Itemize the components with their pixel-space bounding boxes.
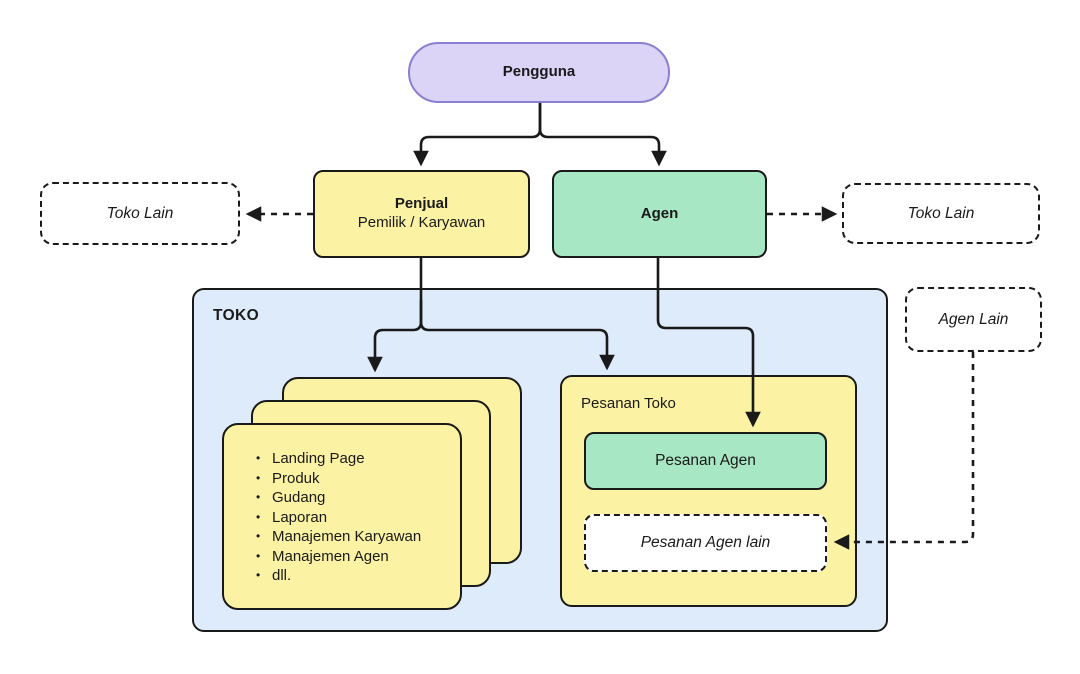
feature-stack-front: Landing PageProdukGudangLaporanManajemen…	[222, 423, 462, 610]
feature-item: Manajemen Karyawan	[256, 527, 450, 547]
penjual-title: Penjual	[394, 195, 449, 213]
edge-pengguna-penjual	[413, 103, 542, 167]
feature-item: Gudang	[256, 488, 450, 508]
node-agen-lain: Agen Lain	[905, 287, 1042, 352]
edge-pengguna-agen	[538, 103, 667, 167]
node-agen: Agen	[552, 170, 767, 258]
feature-item: Landing Page	[256, 449, 450, 469]
node-pengguna: Pengguna	[408, 42, 670, 103]
penjual-subtitle: Pemilik / Karyawan	[357, 214, 486, 231]
node-pesanan-toko: Pesanan Toko	[560, 375, 857, 607]
node-pesanan-agen: Pesanan Agen	[584, 432, 827, 490]
toko-label: TOKO	[213, 307, 260, 324]
feature-item: Laporan	[256, 508, 450, 528]
node-penjual: Penjual Pemilik / Karyawan	[313, 170, 530, 258]
feature-item: Produk	[256, 469, 450, 489]
feature-item: dll.	[256, 566, 450, 586]
node-toko-lain-right: Toko Lain	[842, 183, 1040, 244]
feature-item: Manajemen Agen	[256, 547, 450, 567]
node-toko-lain-left: Toko Lain	[40, 182, 240, 245]
pesanan-toko-label: Pesanan Toko	[581, 395, 676, 412]
node-pesanan-agen-lain: Pesanan Agen lain	[584, 514, 827, 572]
feature-list: Landing PageProdukGudangLaporanManajemen…	[224, 425, 460, 586]
